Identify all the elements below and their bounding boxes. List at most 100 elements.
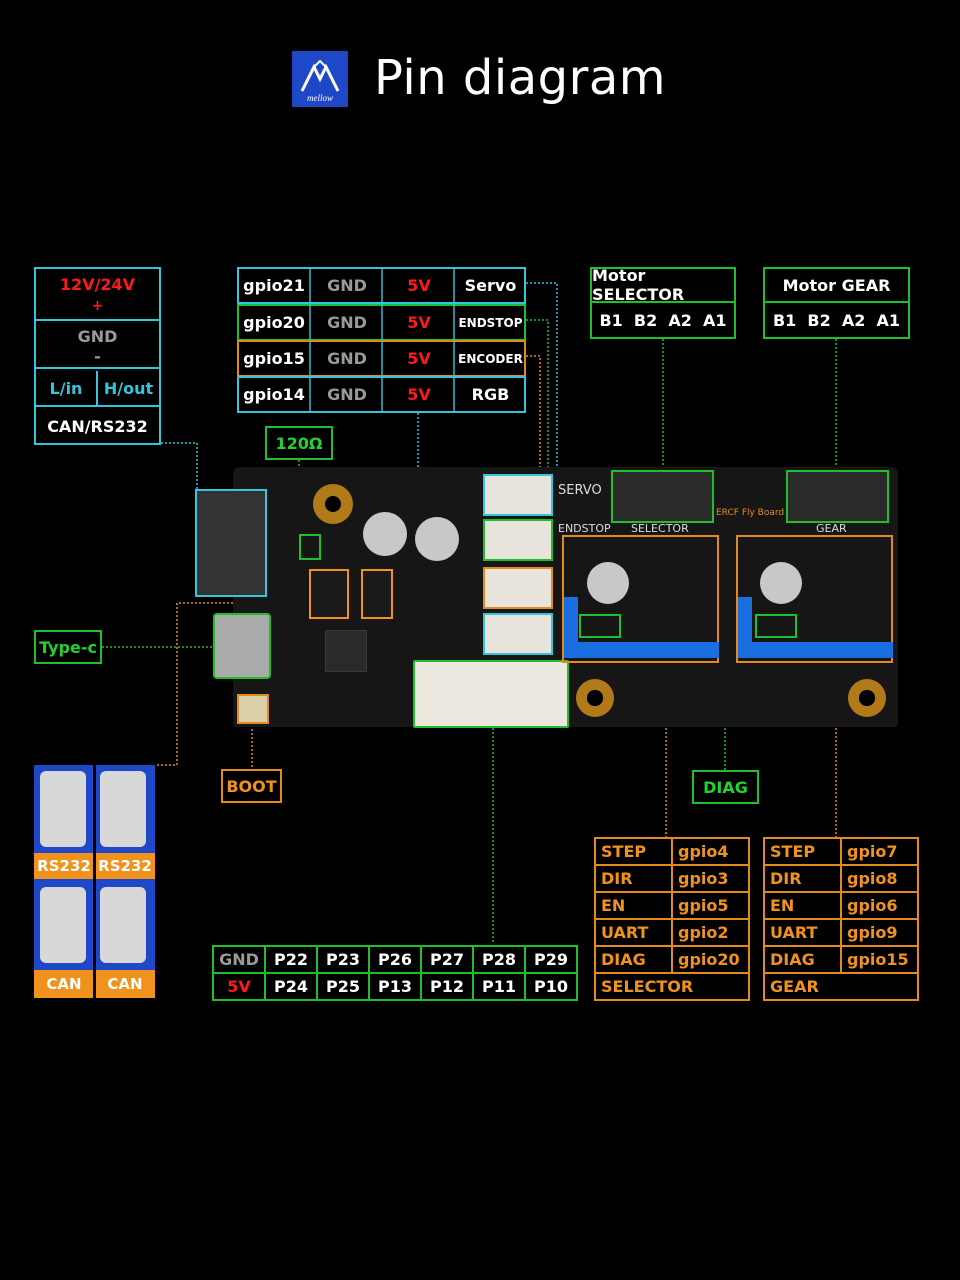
capacitor [363, 512, 407, 556]
silk-gear: GEAR [816, 522, 847, 535]
selector-step-label: STEP [594, 837, 673, 866]
switch-rs232-a[interactable] [40, 771, 86, 847]
gear-en-gpio: gpio6 [840, 891, 919, 920]
selector-uart-label: UART [594, 918, 673, 947]
pin-p13: P13 [368, 972, 422, 1001]
switch-rs232-b[interactable] [100, 771, 146, 847]
gpio20-label: gpio20 [243, 313, 305, 332]
selector-diag-gpio: gpio20 [671, 945, 750, 974]
motor-selector-connector[interactable] [611, 470, 714, 523]
rgb-label: RGB [471, 385, 510, 404]
power-row: 12V/24V + [36, 269, 159, 321]
gear-diag-jumper[interactable] [755, 614, 797, 638]
gear-step-gpio: gpio7 [840, 837, 919, 866]
motor-gear-title: Motor GEAR [765, 269, 908, 303]
gear-dir-gpio: gpio8 [840, 864, 919, 893]
pin-p11: P11 [472, 972, 526, 1001]
selector-footer: SELECTOR [594, 972, 750, 1001]
selector-uart-gpio: gpio2 [671, 918, 750, 947]
gear-dir-label: DIR [763, 864, 842, 893]
selector-step-gpio: gpio4 [671, 837, 750, 866]
5v-label: 5V [407, 349, 431, 368]
diag-label: DIAG [692, 770, 759, 804]
expansion-connector[interactable] [413, 660, 569, 728]
gear-footer: GEAR [763, 972, 919, 1001]
switch-can-a[interactable] [40, 887, 86, 963]
boot-button[interactable] [237, 694, 269, 724]
usb-c-port[interactable] [213, 613, 271, 679]
page-title: Pin diagram [374, 50, 666, 106]
pin-5v: 5V [212, 972, 266, 1001]
selector-pin-column [564, 597, 578, 642]
motor-selector-title: Motor SELECTOR [592, 266, 734, 304]
selector-dir-label: DIR [594, 864, 673, 893]
silk-servo: SERVO [558, 483, 602, 498]
gnd-label: GND [77, 326, 118, 346]
gpio-header-table: gpio21 GND 5V Servo gpio20 GND 5V ENDSTO… [237, 267, 526, 413]
silk-endstop: ENDSTOP [558, 522, 611, 535]
minus-label: - [94, 346, 101, 366]
gpio21-label: gpio21 [243, 276, 305, 295]
dip-switch[interactable] [309, 569, 349, 619]
gnd-label: GND [327, 313, 367, 332]
rs232-b-label: RS232 [98, 857, 152, 875]
can-rs232-switch-panel: RS232 RS232 CAN CAN [34, 765, 155, 998]
gear-diag-gpio: gpio15 [840, 945, 919, 974]
capacitor [760, 562, 802, 604]
capacitor [415, 517, 459, 561]
h-out-label: H/out [98, 371, 159, 407]
selector-pin-header [564, 642, 719, 658]
pin-p12: P12 [420, 972, 474, 1001]
voltage-label: 12V/24V [59, 274, 136, 294]
gear-diag-label: DIAG [763, 945, 842, 974]
5v-label: 5V [407, 313, 431, 332]
pin-p10: P10 [524, 972, 578, 1001]
encoder-connector[interactable] [483, 567, 553, 609]
type-c-label: Type-c [34, 630, 102, 664]
pin-p25: P25 [316, 972, 370, 1001]
mounting-hole [576, 679, 614, 717]
resistor-120 [299, 534, 321, 560]
selector-dir-gpio: gpio3 [671, 864, 750, 893]
selector-en-label: EN [594, 891, 673, 920]
gear-driver-socket [736, 535, 893, 663]
mounting-hole [848, 679, 886, 717]
encoder-label: ENCODER [458, 351, 523, 366]
5v-label: 5V [407, 276, 431, 295]
motor-selector-pins: B1 B2 A2 A1 [599, 310, 727, 330]
gear-step-label: STEP [763, 837, 842, 866]
selector-diag-label: DIAG [594, 945, 673, 974]
selector-diag-jumper[interactable] [579, 614, 621, 638]
gnd-row: GND - [36, 323, 159, 369]
logo-text: mellow [307, 93, 333, 103]
pin-p29: P29 [524, 945, 578, 974]
pin-p26: P26 [368, 945, 422, 974]
can-rs232-label: CAN/RS232 [47, 416, 148, 436]
can-a-label: CAN [46, 975, 82, 993]
l-in-label: L/in [36, 371, 98, 407]
plus-label: + [91, 298, 104, 314]
pin-gnd: GND [212, 945, 266, 974]
ercf-fly-board: SERVO ENDSTOP SELECTOR GEAR ERCF Fly Boa… [195, 467, 898, 728]
mellow-logo: mellow [292, 51, 348, 107]
gear-uart-label: UART [763, 918, 842, 947]
gnd-label: GND [327, 276, 367, 295]
gpio14-label: gpio14 [243, 385, 305, 404]
5v-label: 5V [407, 385, 431, 404]
gnd-label: GND [327, 349, 367, 368]
gear-uart-gpio: gpio9 [840, 918, 919, 947]
gear-pin-column [738, 597, 752, 642]
endstop-connector[interactable] [483, 519, 553, 561]
pin-p23: P23 [316, 945, 370, 974]
gnd-label: GND [327, 385, 367, 404]
rgb-connector[interactable] [483, 613, 553, 655]
mcu-chip [325, 630, 367, 672]
motor-gear-connector[interactable] [786, 470, 889, 523]
pin-p27: P27 [420, 945, 474, 974]
endstop-label: ENDSTOP [458, 315, 523, 330]
motor-gear-pins: B1 B2 A2 A1 [772, 310, 901, 330]
servo-connector[interactable] [483, 474, 553, 516]
switch-can-b[interactable] [100, 887, 146, 963]
dip-switch[interactable] [361, 569, 393, 619]
